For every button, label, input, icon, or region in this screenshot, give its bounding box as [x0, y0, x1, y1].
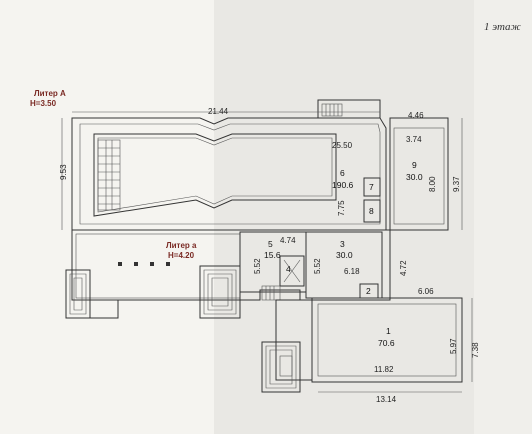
- dim-9-37: 9.37: [452, 176, 461, 192]
- room-9-number: 9: [412, 160, 417, 170]
- room-5-number: 5: [268, 239, 273, 249]
- room-5-area: 15.6: [264, 250, 281, 260]
- dim-8-00: 8.00: [428, 176, 437, 192]
- dim-11-82: 11.82: [374, 365, 394, 374]
- dim-7-38: 7.38: [471, 342, 480, 358]
- dim-13-14: 13.14: [376, 395, 397, 404]
- liter-a-height: H=3.50: [30, 99, 57, 108]
- porch-left: [65, 269, 119, 319]
- dim-21-44: 21.44: [208, 107, 229, 116]
- room-1-outline: [275, 297, 463, 383]
- room-8-outline: [363, 199, 381, 223]
- room-8-number: 8: [369, 206, 374, 216]
- scan-band-right: [474, 0, 532, 434]
- stairs-top: [317, 99, 381, 119]
- dim-9-53: 9.53: [59, 164, 68, 180]
- dim-4-46: 4.46: [408, 111, 424, 120]
- liter-a-name: Литер А: [34, 89, 66, 98]
- room-9-outline: [389, 117, 449, 231]
- room-7-number: 7: [369, 182, 374, 192]
- dimension-lines: [61, 111, 473, 393]
- room-3-number: 3: [340, 239, 345, 249]
- room-7-outline: [363, 177, 381, 197]
- dim-7-75: 7.75: [337, 200, 346, 216]
- dim-25-50: 25.50: [332, 141, 353, 150]
- floor-label: 1 этаж: [484, 21, 522, 33]
- dim-5-52-a: 5.52: [253, 258, 262, 274]
- dim-5-52-b: 5.52: [313, 258, 322, 274]
- room-2-number: 2: [366, 286, 371, 296]
- liter-b-height: H=4.20: [168, 251, 195, 260]
- room-4-outline: [279, 255, 305, 287]
- room-4-number: 4: [286, 264, 291, 274]
- room-1-number: 1: [386, 326, 391, 336]
- dim-6-06: 6.06: [418, 287, 434, 296]
- dim-6-18: 6.18: [344, 267, 360, 276]
- scan-band: [214, 0, 474, 434]
- room-1-area: 70.6: [378, 338, 395, 348]
- dim-3-74: 3.74: [406, 135, 422, 144]
- room-3-area: 30.0: [336, 250, 353, 260]
- room-9-area: 30.0: [406, 172, 423, 182]
- dim-4-72: 4.72: [399, 260, 408, 276]
- stairs-hall: [97, 139, 121, 211]
- dim-4-74: 4.74: [280, 236, 296, 245]
- liter-b-name: Литер а: [166, 241, 197, 250]
- porch-bottom: [261, 341, 301, 393]
- dim-5-97: 5.97: [449, 338, 458, 354]
- porch-middle: [199, 265, 241, 319]
- room-6-area: 190.6: [332, 180, 354, 190]
- room-6-number: 6: [340, 168, 345, 178]
